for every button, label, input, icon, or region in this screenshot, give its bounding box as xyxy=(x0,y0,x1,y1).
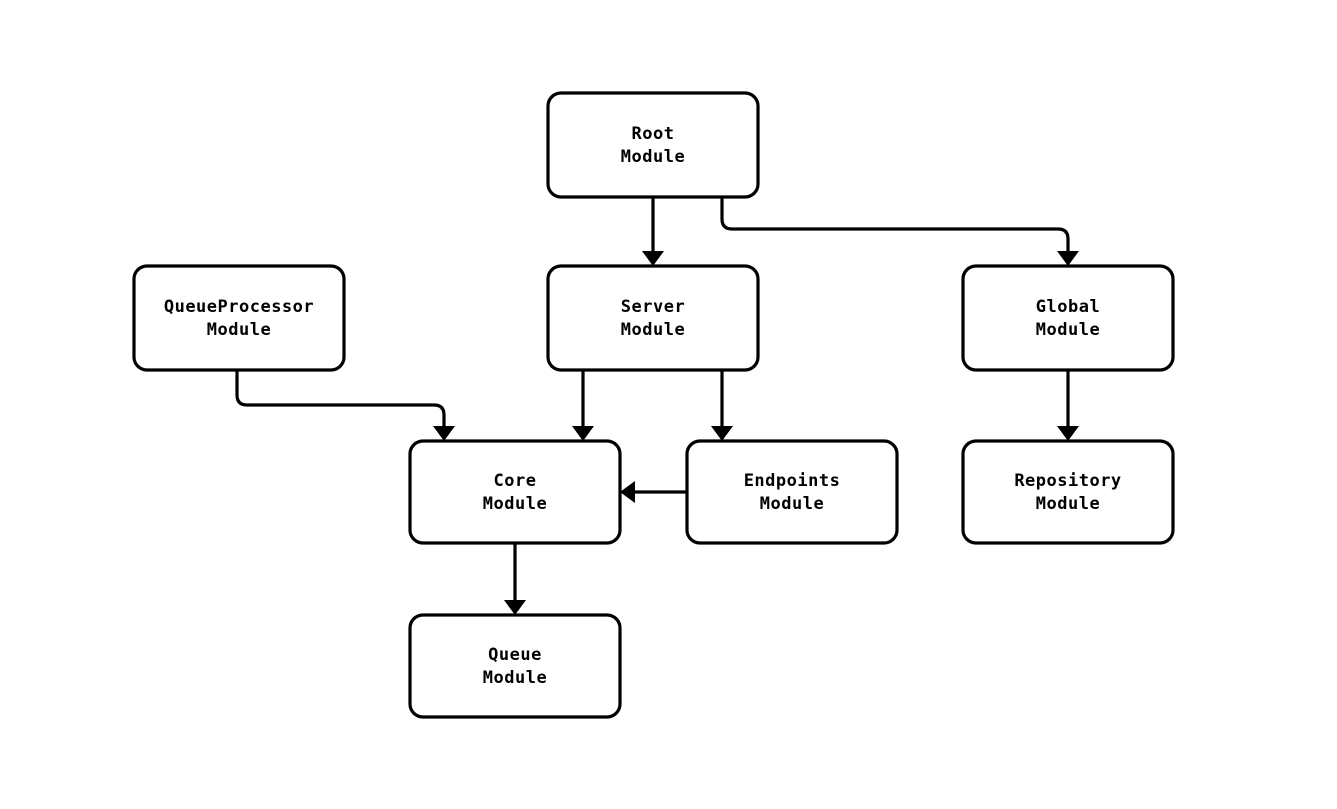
edge-server-to-endpoints xyxy=(711,370,733,441)
node-label-name: Core xyxy=(494,471,537,491)
edge-root-to-server xyxy=(642,197,664,266)
edge-arrowhead xyxy=(642,251,664,266)
edge-root-to-global xyxy=(720,197,1079,266)
edge-arrowhead xyxy=(504,600,526,615)
edge-line xyxy=(720,197,1070,258)
node-box[interactable] xyxy=(961,264,1175,372)
node-label-name: Repository xyxy=(1014,471,1121,491)
nodes-layer: RootModuleQueueProcessorModuleServerModu… xyxy=(132,91,1175,719)
node-box[interactable] xyxy=(546,264,760,372)
node-label-kind: Module xyxy=(483,668,547,688)
node-label-name: Queue xyxy=(488,645,542,665)
edge-arrowhead xyxy=(433,426,455,441)
edge-queueprocessor-to-core xyxy=(235,370,455,441)
node-label-kind: Module xyxy=(621,147,685,167)
edge-arrowhead xyxy=(1057,251,1079,266)
node-label-kind: Module xyxy=(760,494,824,514)
node-label-name: Global xyxy=(1036,297,1100,317)
node-box[interactable] xyxy=(132,264,346,372)
edge-arrowhead xyxy=(711,426,733,441)
edge-arrowhead xyxy=(572,426,594,441)
node-box[interactable] xyxy=(408,439,622,545)
edge-server-to-core xyxy=(572,370,594,441)
edge-line xyxy=(235,370,446,433)
node-label-kind: Module xyxy=(1036,320,1100,340)
edge-core-to-queue xyxy=(504,543,526,615)
node-box[interactable] xyxy=(408,613,622,719)
edge-global-to-repository xyxy=(1057,370,1079,441)
node-label-name: QueueProcessor xyxy=(164,297,314,317)
node-box[interactable] xyxy=(961,439,1175,545)
node-label-kind: Module xyxy=(483,494,547,514)
node-box[interactable] xyxy=(685,439,899,545)
node-label-name: Root xyxy=(632,124,675,144)
node-box[interactable] xyxy=(546,91,760,199)
edge-arrowhead xyxy=(620,481,635,503)
edge-endpoints-to-core xyxy=(620,481,687,503)
node-label-kind: Module xyxy=(1036,494,1100,514)
edges-layer xyxy=(235,197,1079,615)
node-label-kind: Module xyxy=(207,320,271,340)
node-label-kind: Module xyxy=(621,320,685,340)
node-label-name: Endpoints xyxy=(744,471,841,491)
node-label-name: Server xyxy=(621,297,685,317)
edge-arrowhead xyxy=(1057,426,1079,441)
